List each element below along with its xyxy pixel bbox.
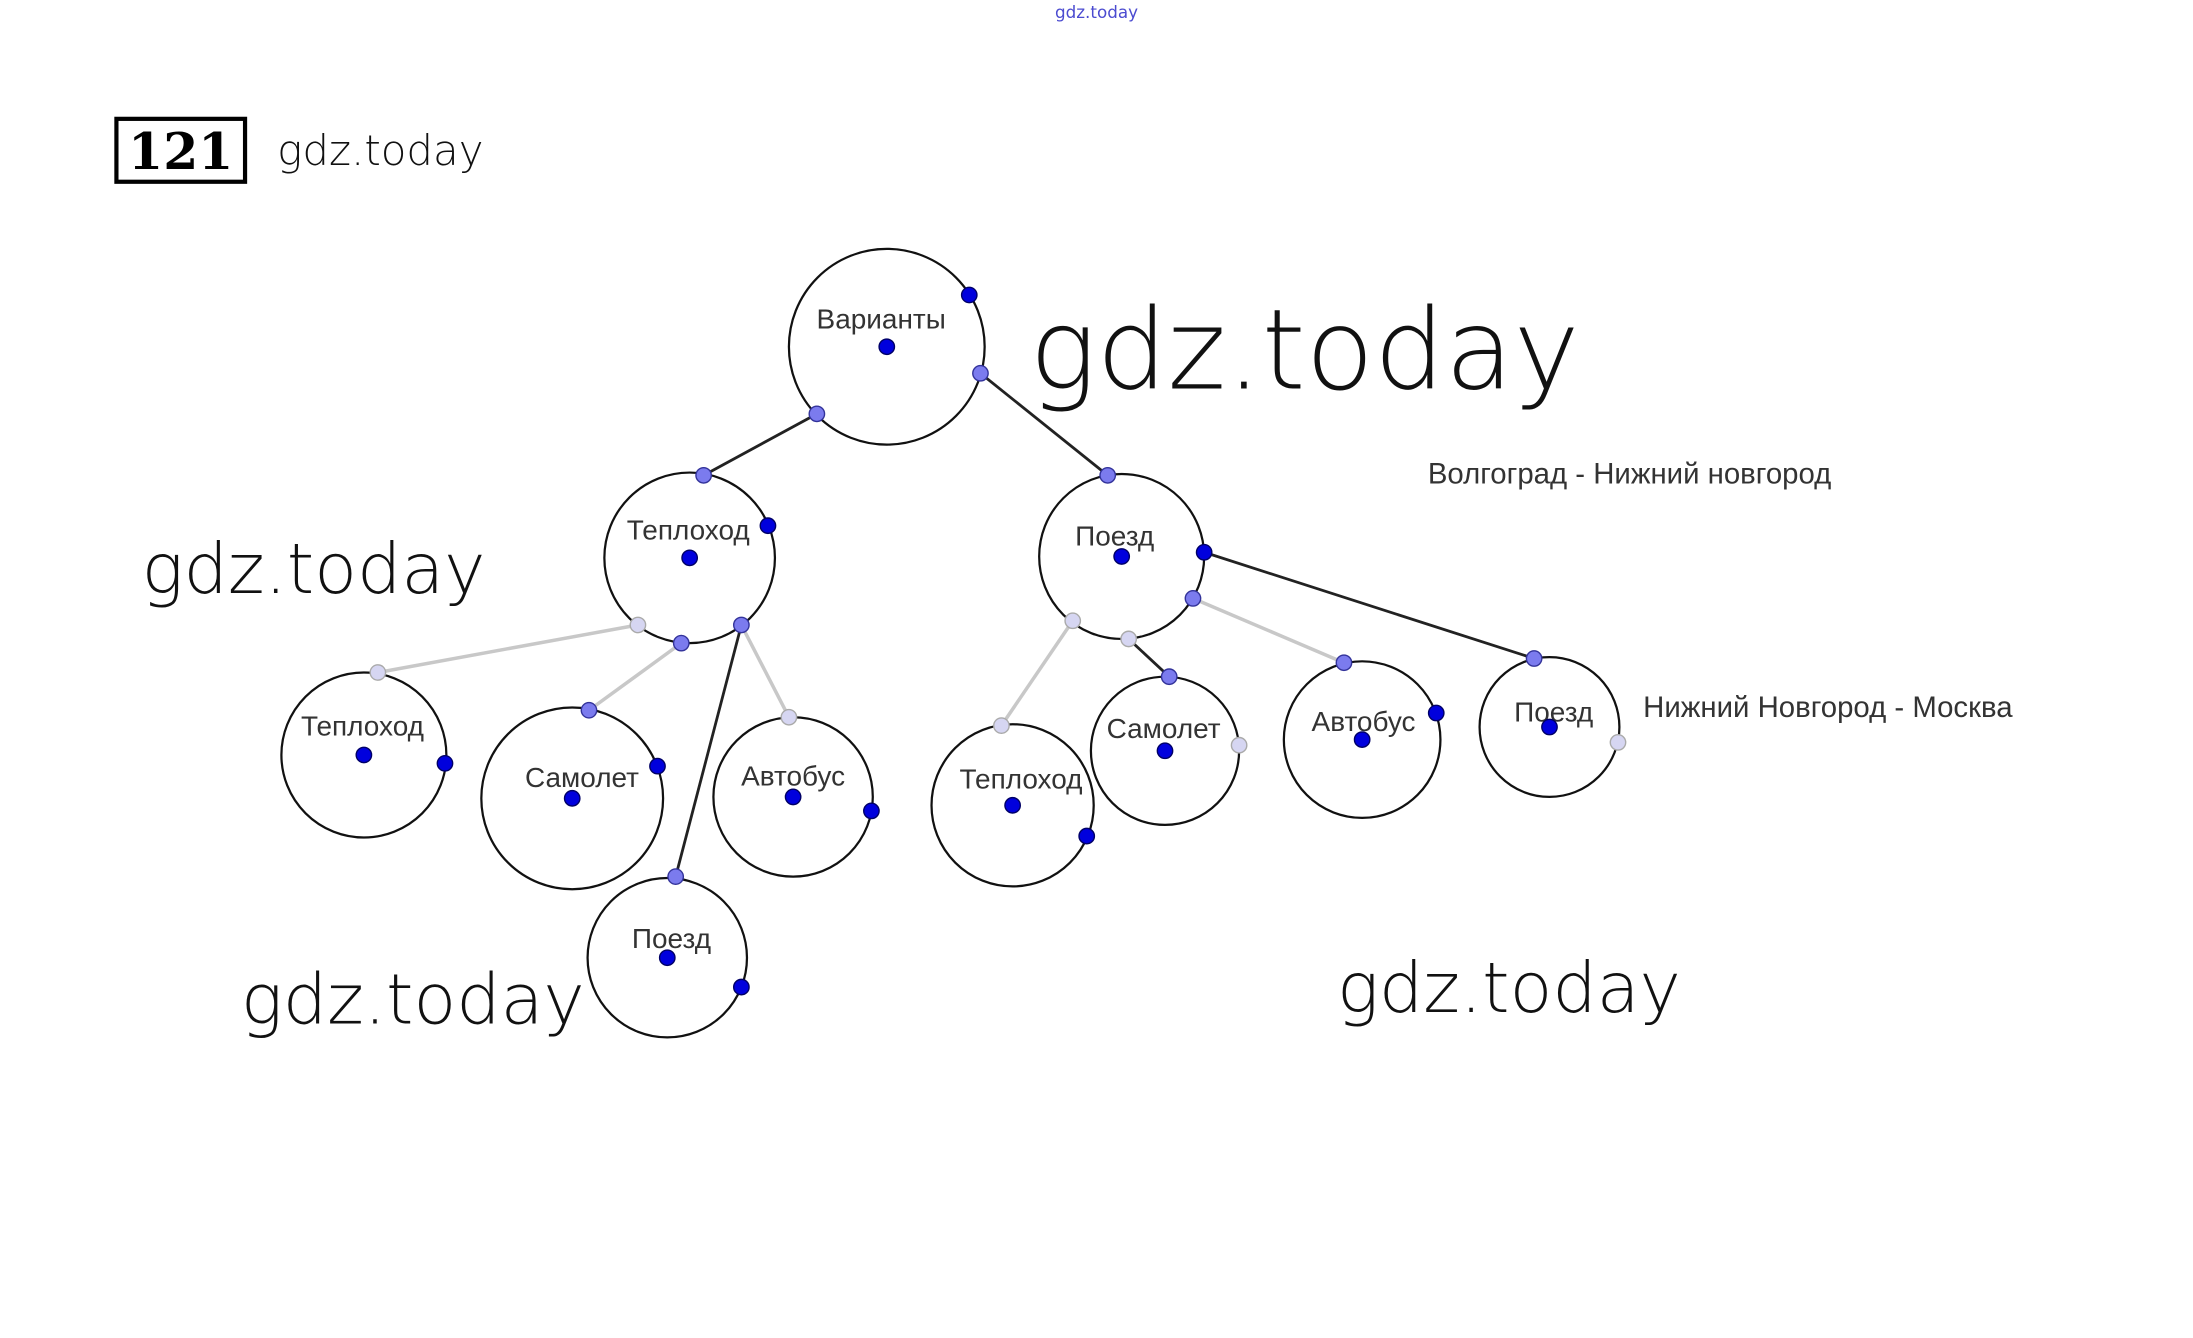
perimeter-points	[369, 286, 1627, 996]
node-right-plane: Самолет	[1089, 675, 1241, 827]
node-right-train: Поезд	[1478, 655, 1621, 799]
node-right-bus: Автобус	[1282, 660, 1442, 820]
node-root: Варианты	[787, 247, 986, 446]
problem-number-box	[114, 116, 248, 184]
svg-text:Самолет: Самолет	[525, 762, 639, 793]
node-left-train: Поезд	[586, 876, 749, 1039]
svg-text:Поезд: Поезд	[632, 923, 711, 954]
svg-text:Поезд: Поезд	[1075, 520, 1154, 551]
node-left-bus: Автобус	[712, 716, 874, 878]
svg-text:Теплоход: Теплоход	[627, 515, 750, 546]
top-watermark: gdz.today	[1055, 2, 1138, 22]
watermark: gdz.today	[1337, 948, 1681, 1029]
node-train-l1: Поезд	[1038, 472, 1206, 641]
site-label: gdz.today	[277, 126, 483, 175]
edge	[1127, 637, 1171, 678]
svg-text:Теплоход: Теплоход	[960, 764, 1083, 795]
edges	[377, 372, 1535, 877]
problem-number: 121	[128, 122, 233, 181]
edge	[1192, 596, 1345, 665]
edge	[999, 619, 1075, 727]
edge	[674, 624, 743, 877]
edge	[377, 623, 639, 675]
node-left-ship: Теплоход	[280, 671, 448, 839]
edge	[1203, 550, 1535, 660]
edge	[739, 624, 791, 719]
watermark: gdz.today	[1029, 286, 1579, 416]
edge	[702, 412, 818, 477]
svg-text:Автобус: Автобус	[741, 761, 845, 792]
note-nn-moscow: Нижний Новгород - Москва	[1643, 691, 2013, 724]
svg-text:Теплоход: Теплоход	[301, 710, 424, 741]
node-left-plane: Самолет	[480, 706, 665, 891]
edge	[979, 372, 1109, 477]
svg-text:Варианты: Варианты	[817, 304, 946, 335]
svg-text:Самолет: Самолет	[1107, 713, 1221, 744]
node-ship-l1: Теплоход	[603, 471, 777, 645]
node-right-ship: Теплоход	[930, 723, 1095, 888]
edge	[587, 641, 683, 712]
watermark: gdz.today	[241, 959, 585, 1040]
note-volgograd-nn: Волгоград - Нижний новгород	[1428, 458, 1831, 491]
watermark: gdz.today	[142, 529, 486, 610]
